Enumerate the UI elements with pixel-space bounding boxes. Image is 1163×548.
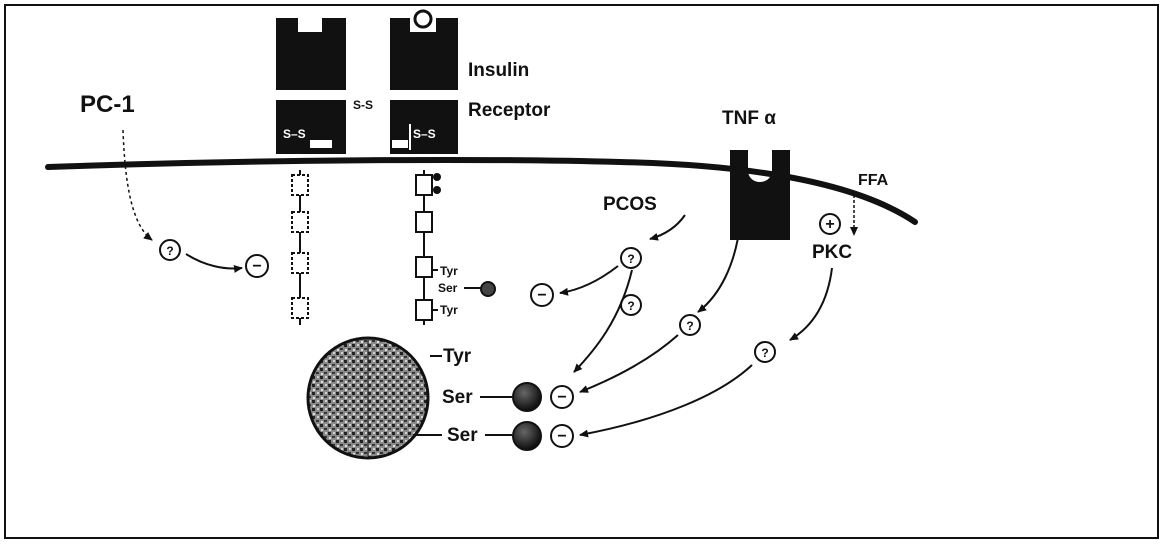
pcos-question: ? <box>627 252 634 266</box>
insulin-label: Insulin <box>468 60 529 81</box>
pkc-label: PKC <box>812 242 852 263</box>
figure-frame <box>5 5 1158 538</box>
irs-ser-label-2: Ser <box>447 425 478 446</box>
irs-minus-2: − <box>557 428 566 445</box>
irs-ser-phosphate-1 <box>513 383 541 411</box>
pkc-to-irs-arrow <box>580 365 752 435</box>
receptor-ser-phosphate <box>481 282 495 296</box>
pc1-inhibition-arrow <box>186 254 242 268</box>
pcos-to-receptor-arrow <box>560 266 618 293</box>
ffa-plus: + <box>825 216 834 233</box>
ss-bond-right: S–S <box>413 127 436 141</box>
pc1-question: ? <box>166 244 173 258</box>
pc1-arrow <box>123 130 152 240</box>
irs-ser-phosphate-2 <box>513 422 541 450</box>
irs-ser-label-1: Ser <box>442 387 473 408</box>
pkc-question: ? <box>761 346 768 360</box>
receptor-left-cytoplasmic-chain <box>292 170 308 325</box>
pcos-question-2: ? <box>627 299 634 313</box>
tnf-alpha-label: TNF α <box>722 108 776 129</box>
tnf-question: ? <box>686 319 693 333</box>
pkc-arrow <box>790 268 832 340</box>
ffa-label: FFA <box>858 172 889 189</box>
pcos-label: PCOS <box>603 194 657 215</box>
phosphate-dot-2 <box>433 186 441 194</box>
irs-tyr-label: Tyr <box>443 346 472 367</box>
receptor-tyr-label-1: Tyr <box>440 264 458 278</box>
pc1-minus: − <box>252 258 261 275</box>
insulin-molecule <box>415 11 431 27</box>
tnf-to-irs-arrow <box>580 335 678 392</box>
ss-bond-left: S–S <box>283 127 306 141</box>
receptor-tyr-label-2: Tyr <box>440 303 458 317</box>
receptor-right-cytoplasmic-chain <box>416 170 432 325</box>
pcos-to-irs-arrow <box>574 270 632 372</box>
receptor-ser-label: Ser <box>438 281 458 295</box>
ss-bond-between: S-S <box>353 98 373 112</box>
irs-minus-1: − <box>557 389 566 406</box>
phosphate-dot-1 <box>433 173 441 181</box>
pc1-label: PC-1 <box>80 91 135 118</box>
pcos-minus: − <box>537 287 546 304</box>
pcos-arrow <box>650 215 685 239</box>
receptor-label: Receptor <box>468 100 551 121</box>
